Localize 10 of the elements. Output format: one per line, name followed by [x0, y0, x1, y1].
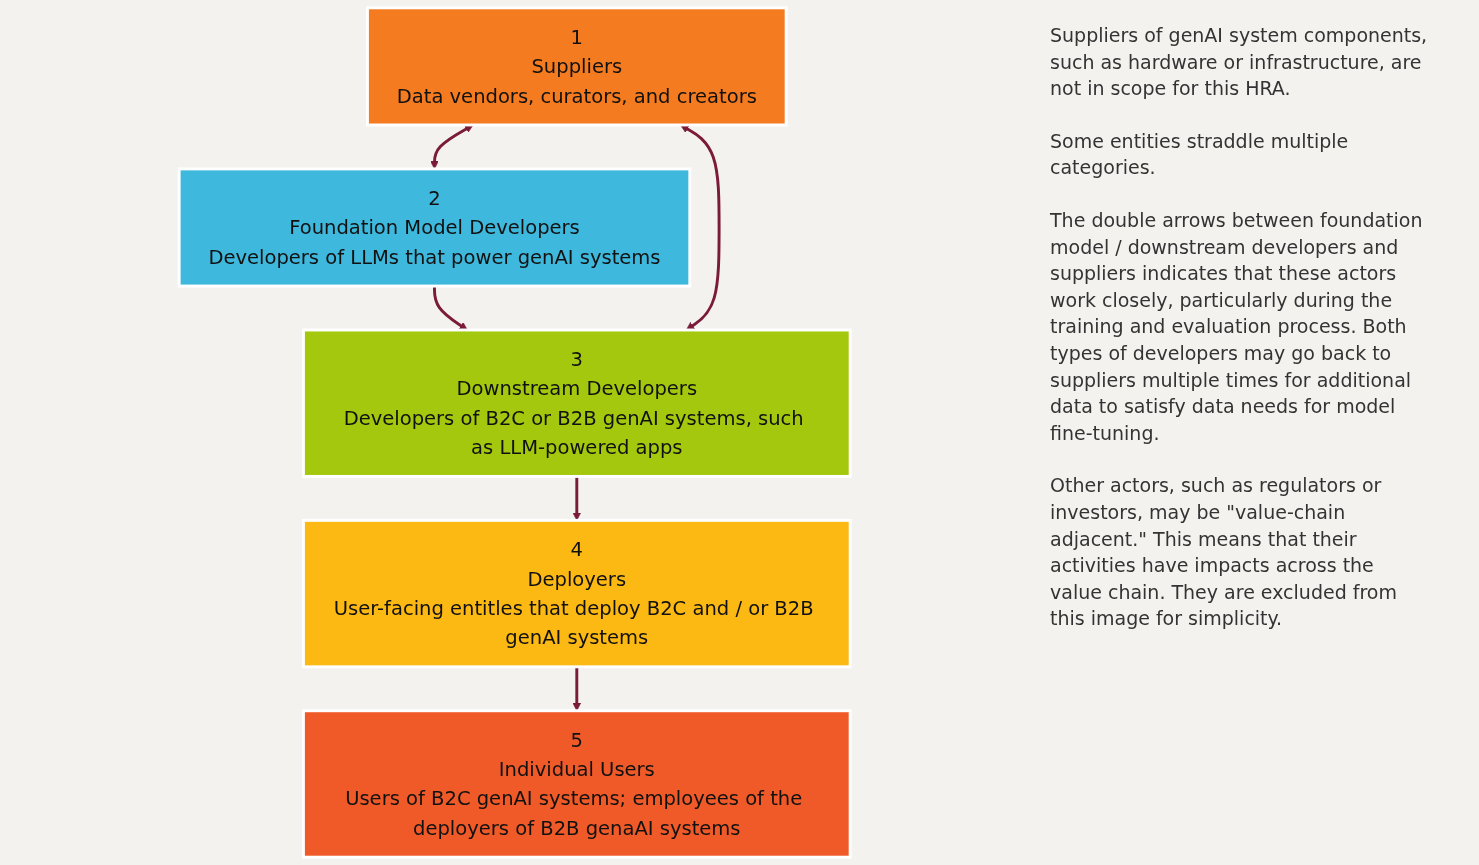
- note-paragraph: The double arrows between foundation model / downstream developers and suppliers indicates that these actors work closely, particularly during the training and evaluation process. Both types of developers may go back to suppliers multiple times for additional data to satisfy data needs for model fine-tuning.: [1050, 207, 1424, 446]
- note-paragraph: Suppliers of genAI system components, such as hardware or infrastructure, are not in scope for this HRA.: [1050, 23, 1429, 102]
- node-box: 5 Individual Users Users of B2C genAI systems; employees of the deployers of B2B genaAI systems: [302, 709, 852, 859]
- note-paragraph: Some entities straddle multiple categories.: [1050, 128, 1350, 181]
- arrow: [572, 476, 582, 521]
- node-box: 3 Downstream Developers Developers of B2C or B2B genAI systems, such as LLM-powered apps: [302, 328, 852, 478]
- node-box: 4 Deployers User-facing entitles that deploy B2C and / or B2B genAI systems: [302, 518, 852, 669]
- node-box: 1 Suppliers Data vendors, curators, and creators: [366, 6, 788, 127]
- note-paragraph: Other actors, such as regulators or investors, may be "value-chain adjacent." This means that their activities have impacts across the value chain. They are excluded from this image for simplicity.: [1050, 473, 1398, 632]
- node-box: 2 Foundation Model Developers Developers of LLMs that power genAI systems: [178, 167, 692, 288]
